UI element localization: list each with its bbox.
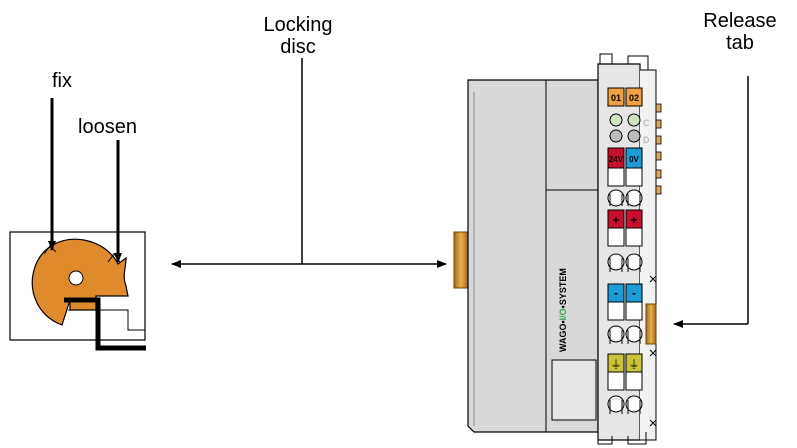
minus-text-1: - [614, 286, 618, 300]
clamp-lines [609, 400, 641, 414]
side-contact [655, 135, 662, 145]
wire-slot [607, 301, 625, 321]
ground-text-1: ⏚ [611, 358, 622, 371]
bottom-latch [597, 432, 647, 445]
brand-text: WAGO•I/O•SYSTEM [558, 268, 568, 352]
loosen-label: loosen [78, 116, 137, 138]
side-contact [655, 119, 662, 129]
side-contact [655, 169, 662, 179]
clamp-release [625, 189, 643, 207]
clamp-release [607, 325, 625, 343]
led-letter-c: C [643, 118, 650, 128]
locking-disc-pointer [171, 58, 447, 268]
channel-01-text: 01 [611, 93, 621, 103]
release-tab-label: Release tab [700, 10, 780, 54]
wire-slot [607, 227, 625, 247]
wire-slot [625, 371, 643, 391]
channel-02-text: 02 [629, 93, 639, 103]
channel-label-01 [607, 87, 625, 107]
side-contact [655, 103, 662, 113]
clamp-release [607, 253, 625, 271]
top-latch-2 [627, 55, 649, 70]
led-gray-1 [609, 129, 623, 143]
wago-module: WAGO•I/O•SYSTEM 01 02 C [453, 53, 662, 445]
wire-slot [625, 301, 643, 321]
channel-label-02 [625, 87, 643, 107]
clamp-lines [609, 194, 641, 206]
locking-disc-label-line1: Locking [263, 14, 333, 36]
locking-disc-detail [9, 98, 146, 351]
wire-slot [607, 167, 625, 187]
clamp-release [607, 395, 625, 413]
locking-disc-label-line2: disc [280, 36, 316, 58]
clamp-lines [609, 330, 641, 344]
rail-marks [649, 275, 657, 427]
locking-disc-label: Locking disc [258, 14, 338, 58]
clamp-release [607, 189, 625, 207]
plus-text-1: + [612, 213, 619, 227]
top-latch [599, 53, 613, 64]
clamp-release [625, 395, 643, 413]
release-tab-label-line2: tab [726, 32, 754, 54]
plus-text-2: + [630, 213, 637, 227]
fix-label: fix [52, 70, 72, 92]
led-letter-d: D [643, 135, 650, 145]
led-green-1 [609, 113, 623, 127]
led-green-2 [627, 113, 641, 127]
release-tab [645, 303, 657, 345]
clamp-release [625, 253, 643, 271]
ground-text-2: ⏚ [629, 358, 640, 371]
module-housing [467, 79, 599, 433]
release-tab-label-line1: Release [703, 10, 777, 32]
side-contact [655, 151, 662, 161]
led-gray-2 [627, 129, 641, 143]
minus-text-2: - [632, 286, 636, 300]
release-tab-pointer [673, 76, 749, 328]
disc-center-hole [68, 270, 84, 286]
lever-profile [64, 297, 146, 351]
wire-slot [607, 371, 625, 391]
side-contact [655, 185, 662, 195]
supply-0v-text: 0V [629, 155, 639, 164]
marker-slot [551, 359, 597, 421]
locking-disc-side [453, 231, 469, 289]
wire-slot [625, 167, 643, 187]
clamp-release [625, 325, 643, 343]
clamp-lines [609, 258, 641, 272]
wire-slot [625, 227, 643, 247]
supply-24v-text: 24V [609, 155, 624, 164]
